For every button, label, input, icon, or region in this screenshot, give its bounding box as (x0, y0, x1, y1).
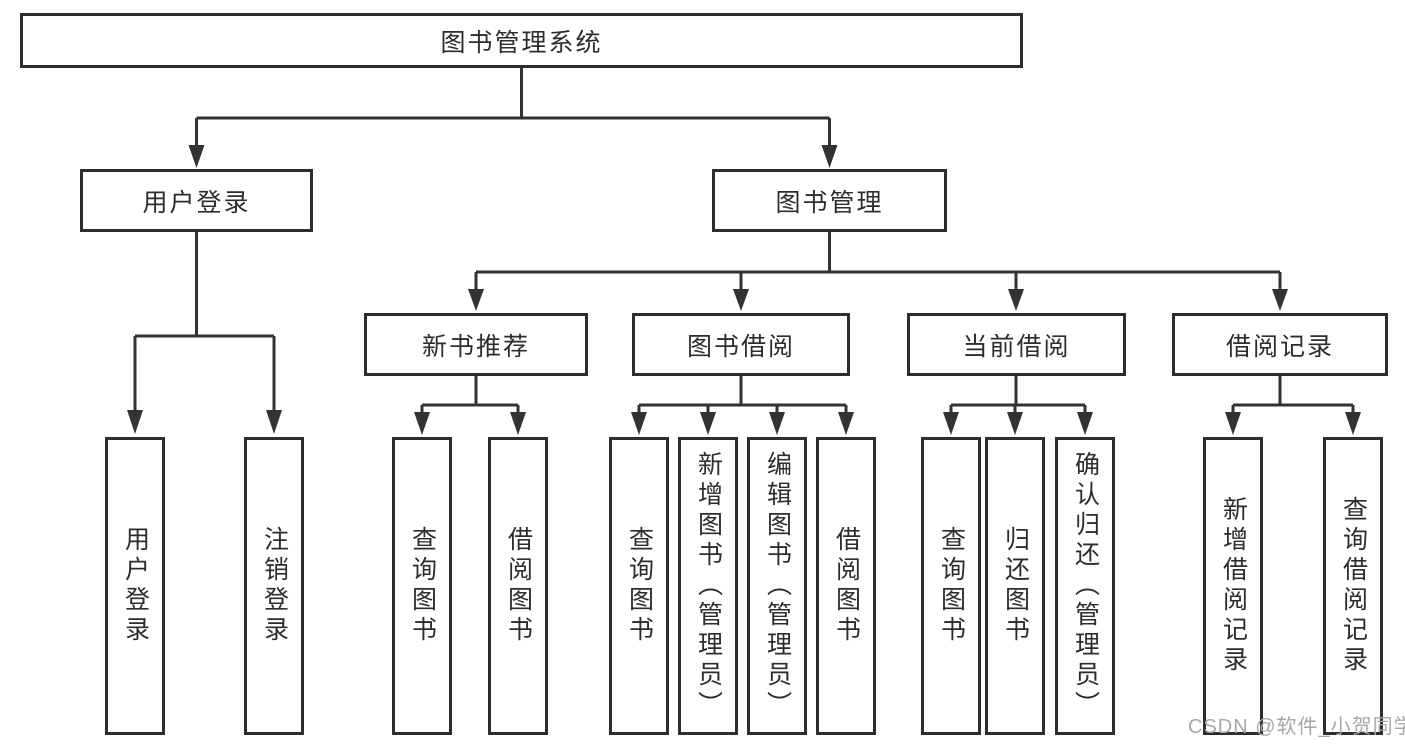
arrowheads-current-leaves (943, 412, 1093, 435)
node-book-borrow: 图书借阅 (632, 313, 850, 376)
leaf-user-login: 用户登录 (105, 437, 165, 735)
watermark: CSDN @软件_小贺同学 (1188, 716, 1405, 738)
connector-userlogin-to-leaves (133, 232, 276, 412)
leaf-query-book-2: 查询图书 (609, 437, 669, 735)
node-borrow-records: 借阅记录 (1172, 313, 1388, 376)
connector-bookmgmt-to-level3 (474, 232, 1282, 292)
leaf-logout: 注销登录 (244, 437, 304, 735)
connector-records-to-leaves (1231, 376, 1355, 414)
arrowheads-newbook-leaves (414, 412, 526, 435)
node-book-management: 图书管理 (712, 169, 947, 232)
leaf-query-book-3: 查询图书 (921, 437, 981, 735)
arrowheads-borrow-leaves (631, 412, 854, 435)
leaf-borrow-book-2: 借阅图书 (816, 437, 876, 735)
connector-borrow-to-leaves (637, 376, 848, 414)
leaf-query-book-1: 查询图书 (392, 437, 452, 735)
arrowheads-level2 (188, 145, 838, 168)
arrowheads-level3 (468, 289, 1288, 311)
node-current-borrow: 当前借阅 (907, 313, 1126, 376)
arrowheads-userlogin-leaves (127, 410, 282, 434)
leaf-borrow-book-1: 借阅图书 (488, 437, 548, 735)
leaf-confirm-return-admin: 确认归还（管理员） (1055, 437, 1115, 735)
node-new-book-recommend: 新书推荐 (364, 313, 588, 376)
node-root: 图书管理系统 (20, 13, 1023, 68)
leaf-edit-book-admin: 编辑图书（管理员） (747, 437, 807, 735)
leaf-return-book: 归还图书 (985, 437, 1045, 735)
leaf-add-book-admin: 新增图书（管理员） (678, 437, 738, 735)
leaf-query-borrow-record: 查询借阅记录 (1323, 437, 1383, 735)
connector-root-to-level2 (195, 68, 831, 147)
node-user-login: 用户登录 (80, 169, 313, 232)
leaf-add-borrow-record: 新增借阅记录 (1203, 437, 1263, 735)
arrowheads-records-leaves (1225, 412, 1361, 435)
connector-current-to-leaves (949, 376, 1087, 414)
connector-newbook-to-leaves (420, 376, 520, 414)
